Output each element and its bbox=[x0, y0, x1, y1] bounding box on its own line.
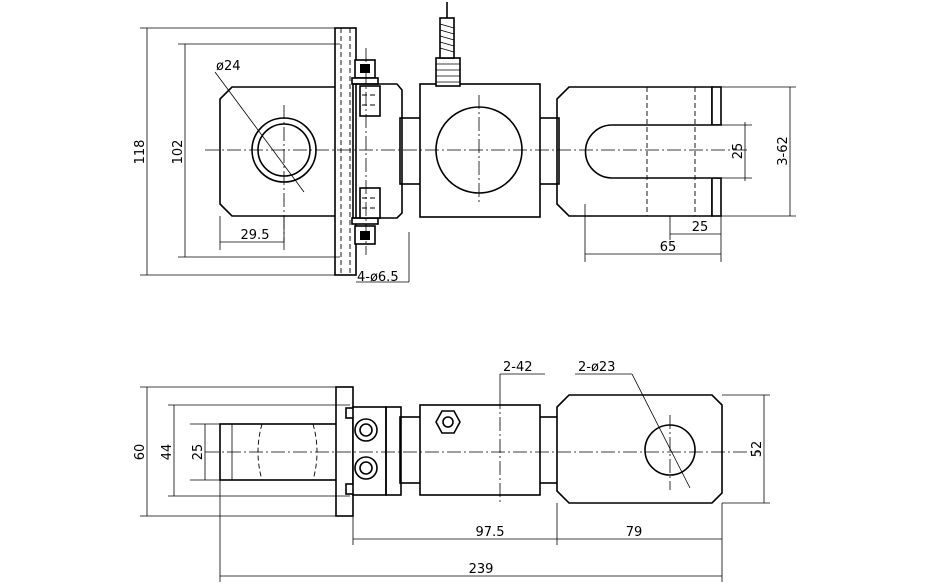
clamp-plate bbox=[352, 83, 403, 219]
dim-slot-depth: 25 bbox=[692, 220, 709, 235]
left-shaft bbox=[399, 117, 423, 185]
side-flange bbox=[335, 386, 354, 517]
dim-clevis-height-side: 52 bbox=[750, 441, 765, 458]
dim-pin-hole: 2-ø23 bbox=[578, 360, 615, 375]
clevis-slot bbox=[584, 124, 721, 179]
dim-clevis-length-side: 79 bbox=[626, 525, 643, 540]
side-clevis bbox=[556, 394, 723, 504]
dim-shank-height: 25 bbox=[191, 444, 206, 461]
dim-slot-width: 25 bbox=[731, 143, 746, 160]
dim-clevis-length: 65 bbox=[660, 240, 677, 255]
dim-inner-height: 102 bbox=[171, 140, 186, 165]
dim-body-width: 2-42 bbox=[503, 360, 533, 375]
left-block bbox=[219, 86, 346, 217]
dim-center-span: 97.5 bbox=[476, 525, 505, 540]
dim-block-height: 44 bbox=[160, 444, 175, 461]
dim-mount-holes: 4-ø6.5 bbox=[357, 270, 399, 285]
dim-overall-length: 239 bbox=[469, 562, 494, 577]
hex-nut bbox=[435, 410, 461, 434]
mount-flange bbox=[334, 27, 357, 276]
cable-connector bbox=[435, 2, 461, 87]
dim-overall-height: 118 bbox=[133, 140, 148, 165]
dim-hole-offset: 29.5 bbox=[241, 228, 270, 243]
dim-flange-height: 60 bbox=[133, 444, 148, 461]
dim-clevis-height: 3-62 bbox=[776, 136, 791, 166]
dim-hole-diameter: ø24 bbox=[216, 59, 241, 74]
top-view: 118 102 ø24 29.5 4-ø6.5 25 3-62 25 65 bbox=[133, 2, 796, 285]
sensor-body bbox=[419, 83, 541, 218]
right-shaft bbox=[538, 117, 560, 185]
side-view: 60 44 25 2-42 2-ø23 52 97.5 79 239 bbox=[133, 360, 770, 582]
side-block bbox=[385, 406, 402, 496]
